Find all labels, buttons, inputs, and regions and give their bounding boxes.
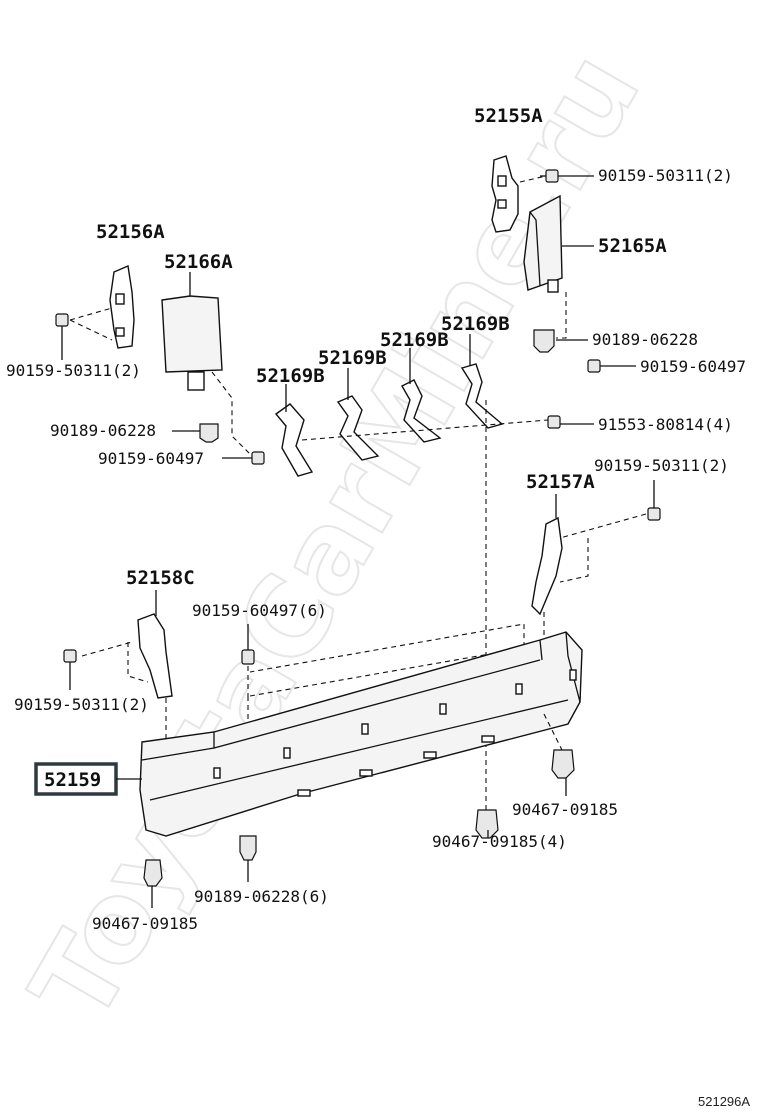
screw-icon bbox=[55, 313, 69, 327]
label-screw-6: 90159-60497(6) bbox=[192, 601, 327, 620]
bracket-52169b-2[interactable] bbox=[336, 395, 380, 461]
label-clip-left-lower: 90467-09185 bbox=[92, 914, 198, 933]
rear-bumper-52159[interactable] bbox=[139, 631, 583, 837]
label-clip-6: 90189-06228(6) bbox=[194, 887, 329, 906]
watermark: ToyotaCarMine.ru bbox=[7, 32, 665, 1043]
label-52169b-3: 52169B bbox=[380, 329, 449, 351]
screw-icon bbox=[63, 649, 77, 663]
clip-icon bbox=[199, 423, 219, 443]
clip-icon bbox=[143, 859, 163, 887]
label-52169b-2: 52169B bbox=[318, 347, 387, 369]
label-52157a: 52157A bbox=[526, 471, 595, 493]
screw-icon bbox=[251, 451, 265, 465]
label-clip-right: 90189-06228 bbox=[592, 330, 698, 349]
cover-52165a[interactable] bbox=[523, 194, 563, 293]
bracket-52169b-3[interactable] bbox=[401, 379, 442, 443]
label-clip-left: 90189-06228 bbox=[50, 421, 156, 440]
label-bolt-bracket: 91553-80814(4) bbox=[598, 415, 733, 434]
label-fastener-left-top: 90159-50311(2) bbox=[6, 361, 141, 380]
label-52166a: 52166A bbox=[164, 251, 233, 273]
clip-icon bbox=[239, 835, 257, 861]
bracket-52157a[interactable] bbox=[531, 516, 563, 616]
screw-icon bbox=[241, 649, 255, 665]
label-screw-left: 90159-60497 bbox=[98, 449, 204, 468]
label-fastener-right-mid: 90159-50311(2) bbox=[594, 456, 729, 475]
label-52165a: 52165A bbox=[598, 235, 667, 257]
label-52155a: 52155A bbox=[474, 105, 543, 127]
label-52158c: 52158C bbox=[126, 567, 195, 589]
bracket-52158c[interactable] bbox=[137, 613, 173, 699]
bracket-52155a[interactable] bbox=[491, 155, 519, 233]
label-52169b-1: 52169B bbox=[256, 365, 325, 387]
label-fastener-top-right: 90159-50311(2) bbox=[598, 166, 733, 185]
bracket-52169b-1[interactable] bbox=[274, 403, 314, 477]
label-clip-right-lower: 90467-09185 bbox=[512, 800, 618, 819]
screw-icon bbox=[587, 359, 601, 373]
screw-icon bbox=[647, 507, 661, 521]
label-52159[interactable]: 52159 bbox=[44, 769, 101, 791]
bracket-52156a[interactable] bbox=[109, 265, 135, 349]
bolt-icon bbox=[547, 415, 561, 429]
clip-icon bbox=[533, 329, 555, 353]
label-screw-right: 90159-60497 bbox=[640, 357, 746, 376]
clip-icon bbox=[475, 809, 499, 839]
clip-icon bbox=[551, 749, 575, 779]
label-clip-center-lower: 90467-09185(4) bbox=[432, 832, 567, 851]
label-fastener-left-lower: 90159-50311(2) bbox=[14, 695, 149, 714]
diagram-code: 521296A bbox=[698, 1094, 750, 1109]
label-52169b-4: 52169B bbox=[441, 313, 510, 335]
cover-52166a[interactable] bbox=[161, 295, 223, 391]
label-52156a: 52156A bbox=[96, 221, 165, 243]
